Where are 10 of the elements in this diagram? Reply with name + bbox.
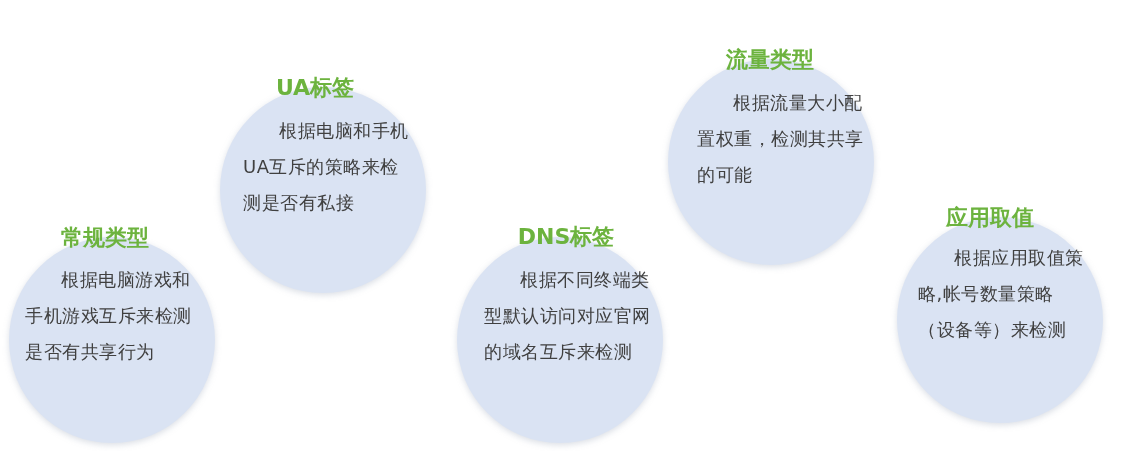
description-text: 根据电脑游戏和手机游戏互斥来检测是否有共享行为 [25,268,193,364]
description-text: 根据电脑和手机UA互斥的策略来检测是否有私接 [243,119,410,215]
heading: 常规类型 [61,224,149,252]
description-text: 根据流量大小配置权重，检测其共享的可能 [697,91,865,187]
description-text: 根据不同终端类型默认访问对应官网的域名互斥来检测 [484,268,652,364]
heading: 流量类型 [726,46,814,74]
heading: UA标签 [275,74,355,102]
heading: DNS标签 [517,223,615,251]
description-text: 根据应用取值策略,帐号数量策略（设备等）来检测 [918,246,1085,342]
heading: 应用取值 [946,204,1034,232]
